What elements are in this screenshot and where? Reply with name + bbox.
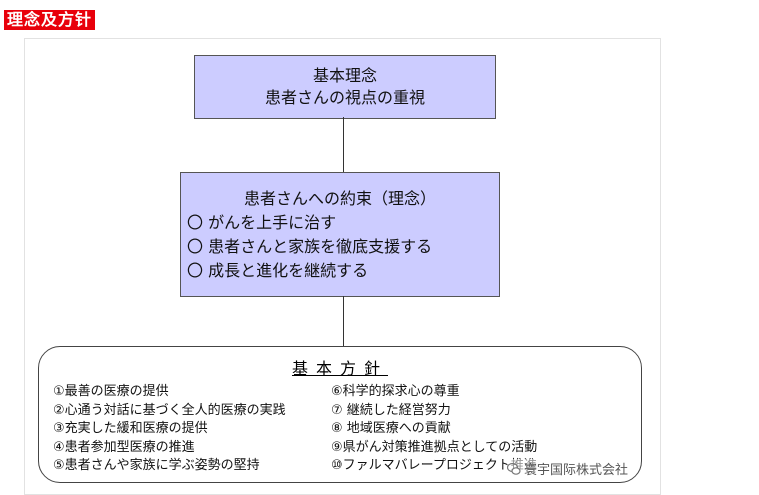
policy-list-right: ⑥科学的探求心の尊重 ⑦ 継続した経営努力 ⑧ 地域医療への貢献 ⑨県がん対策推… xyxy=(331,383,537,476)
policy-title: 基本方針 xyxy=(291,359,388,378)
promise-item: 〇 成長と進化を継続する xyxy=(187,261,369,280)
philosophy-heading: 基本理念 xyxy=(312,66,377,85)
policy-item: ⑥科学的探求心の尊重 xyxy=(331,384,460,399)
policy-item: ④患者参加型医療の推進 xyxy=(53,439,195,455)
policy-list-left: ①最善の医療の提供 ②心通う対話に基づく全人的医療の実践 ③充実した緩和医療の提… xyxy=(53,383,286,476)
promise-item: 〇 がんを上手に治す xyxy=(187,213,337,232)
promise-title: 患者さんへの約束（理念） xyxy=(243,189,436,208)
wechat-logo-icon xyxy=(507,462,521,475)
policy-item: ①最善の医療の提供 xyxy=(53,384,169,399)
promise-box: 患者さんへの約束（理念） 〇 がんを上手に治す 〇 患者さんと家族を徹底支援する… xyxy=(180,172,500,297)
philosophy-box: 基本理念 患者さんの視点の重視 xyxy=(194,55,496,119)
page-title: 理念及方针 xyxy=(4,10,96,30)
policy-box: 基本方針 ①最善の医療の提供 ②心通う対話に基づく全人的医療の実践 ③充実した緩… xyxy=(38,346,642,483)
policy-item: ⑤患者さんや家族に学ぶ姿勢の堅持 xyxy=(53,458,260,473)
watermark-text: 寰宇国际株式会社 xyxy=(524,463,629,478)
policy-item: ⑦ 継続した経営努力 xyxy=(331,402,451,418)
policy-item: ②心通う対話に基づく全人的医療の実践 xyxy=(53,402,286,418)
promise-item: 〇 患者さんと家族を徹底支援する xyxy=(187,237,433,256)
policy-item: ③充実した緩和医療の提供 xyxy=(53,421,208,436)
policy-item: ⑨県がん対策推進拠点としての活動 xyxy=(331,439,538,455)
connector-line-bottom xyxy=(343,296,344,346)
connector-line-top xyxy=(343,117,344,172)
philosophy-text: 患者さんの視点の重視 xyxy=(264,88,425,107)
policy-item: ⑧ 地域医療への貢献 xyxy=(331,421,451,436)
policy-item: ⑩ファルマバレープロジェクト推進 xyxy=(331,458,537,473)
watermark: 寰宇国际株式会社 xyxy=(507,459,629,478)
promise-list: 〇 がんを上手に治す 〇 患者さんと家族を徹底支援する 〇 成長と進化を継続する xyxy=(181,211,499,283)
